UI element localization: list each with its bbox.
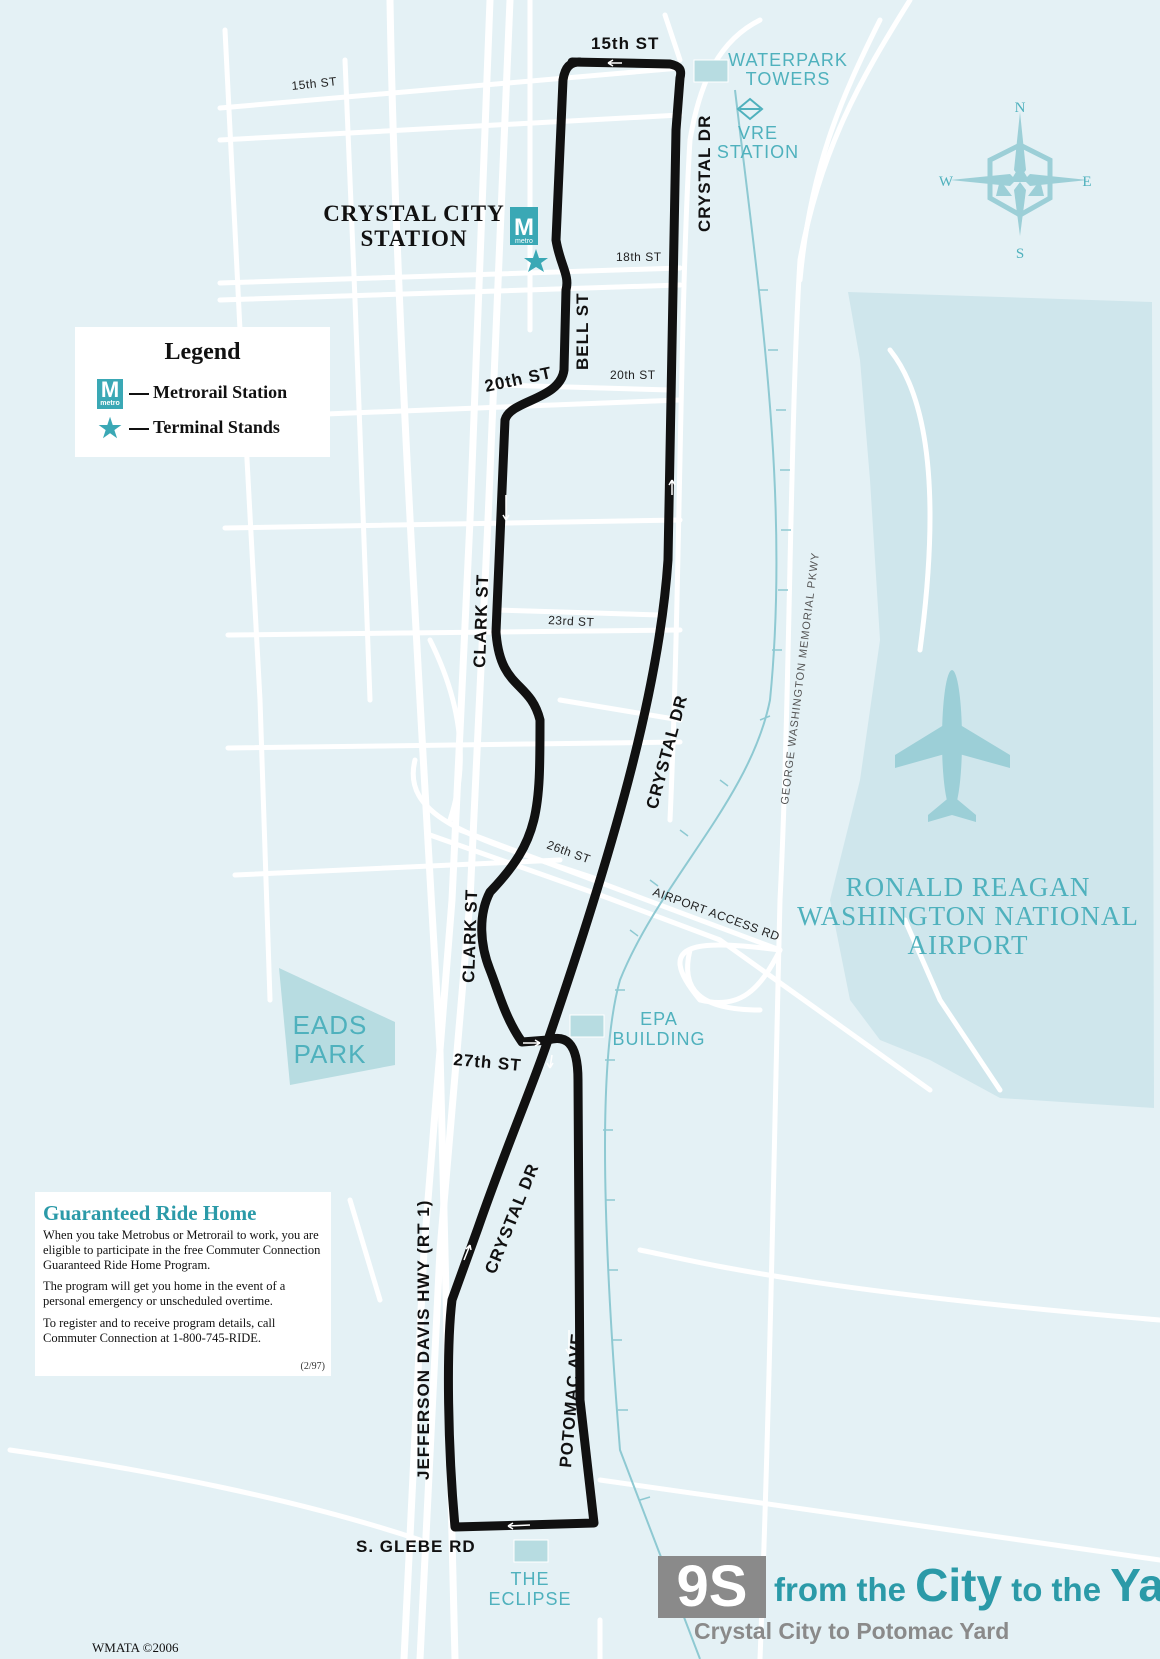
compass-e: E <box>1082 174 1091 190</box>
label-waterpark-1: WATERPARK <box>728 50 848 70</box>
label-epa-1: EPA <box>640 1009 678 1029</box>
label-15th-st-minor: 15th ST <box>291 74 338 93</box>
label-s-glebe-rd: S. GLEBE RD <box>356 1537 476 1556</box>
crystal-city-metro-icon: M metro <box>510 207 538 245</box>
label-airport-access-rd: AIRPORT ACCESS RD <box>651 885 782 944</box>
label-vre-1: VRE <box>738 123 778 143</box>
label-epa-2: BUILDING <box>612 1029 705 1049</box>
label-15th-st-route: 15th ST <box>591 34 659 53</box>
railway <box>603 89 791 1659</box>
guaranteed-ride-home-panel: Guaranteed Ride Home When you take Metro… <box>35 1192 331 1376</box>
compass-rose-icon: N S E W <box>939 100 1092 262</box>
label-clark-st-north: CLARK ST <box>470 574 492 669</box>
svg-text:M: M <box>514 214 534 241</box>
compass-w: W <box>939 174 954 190</box>
route-title: from the City to the Ya <box>774 1559 1160 1611</box>
label-27th-st: 27th ST <box>453 1050 523 1075</box>
legend-item-terminal: ★ Terminal Stands <box>97 414 280 444</box>
route-subtitle: Crystal City to Potomac Yard <box>694 1618 1010 1644</box>
grh-paragraph-1: When you take Metrobus or Metrorail to w… <box>43 1228 321 1272</box>
label-20th-st-minor: 20th ST <box>610 368 656 382</box>
credit-text: WMATA ©2006 <box>92 1640 179 1655</box>
label-eclipse-2: ECLIPSE <box>488 1589 571 1609</box>
compass-n: N <box>1015 100 1026 116</box>
airport-area <box>830 292 1154 1108</box>
grh-paragraph-2: The program will get you home in the eve… <box>43 1279 286 1308</box>
legend-label-metro: Metrorail Station <box>153 382 288 403</box>
label-eads-park-2: PARK <box>294 1039 367 1069</box>
vre-icon <box>736 97 764 121</box>
grh-paragraph-3: To register and to receive program detai… <box>43 1316 276 1345</box>
label-23rd-st: 23rd ST <box>548 613 595 629</box>
label-18th-st: 18th ST <box>616 250 662 264</box>
label-bell-st: BELL ST <box>573 292 592 370</box>
route-line-9s <box>443 57 686 1532</box>
eads-park-area <box>279 968 395 1085</box>
direction-arrows <box>463 59 676 1530</box>
label-airport-1: RONALD REAGAN <box>846 872 1091 902</box>
label-eads-park-1: EADS <box>293 1010 368 1040</box>
label-crystal-city-station-1: CRYSTAL CITY <box>323 201 504 226</box>
building-icons <box>513 59 729 1563</box>
star-icon: ★ <box>98 414 122 443</box>
label-jefferson-davis-hwy: JEFFERSON DAVIS HWY (RT 1) <box>414 1200 433 1480</box>
legend-title: Legend <box>164 339 241 365</box>
label-eclipse-1: THE <box>511 1569 550 1589</box>
grh-code: (2/97) <box>300 1361 325 1372</box>
label-airport-2: WASHINGTON NATIONAL <box>797 901 1139 931</box>
label-clark-st-south: CLARK ST <box>459 889 481 984</box>
label-waterpark-2: TOWERS <box>746 69 831 89</box>
label-crystal-dr-south: CRYSTAL DR <box>481 1161 543 1277</box>
airplane-icon <box>895 670 1010 822</box>
label-crystal-dr-middle: CRYSTAL DR <box>643 693 692 811</box>
label-airport-3: AIRPORT <box>908 930 1029 960</box>
label-vre-2: STATION <box>717 142 799 162</box>
terminal-stand-star <box>524 249 548 272</box>
label-crystal-city-station-2: STATION <box>360 226 467 251</box>
legend-label-terminal: Terminal Stands <box>153 417 280 438</box>
label-crystal-dr-north: CRYSTAL DR <box>695 115 714 232</box>
grh-title: Guaranteed Ride Home <box>43 1201 257 1225</box>
compass-s: S <box>1016 246 1024 262</box>
route-number-badge: 9S <box>658 1556 766 1618</box>
svg-text:metro: metro <box>515 238 533 245</box>
